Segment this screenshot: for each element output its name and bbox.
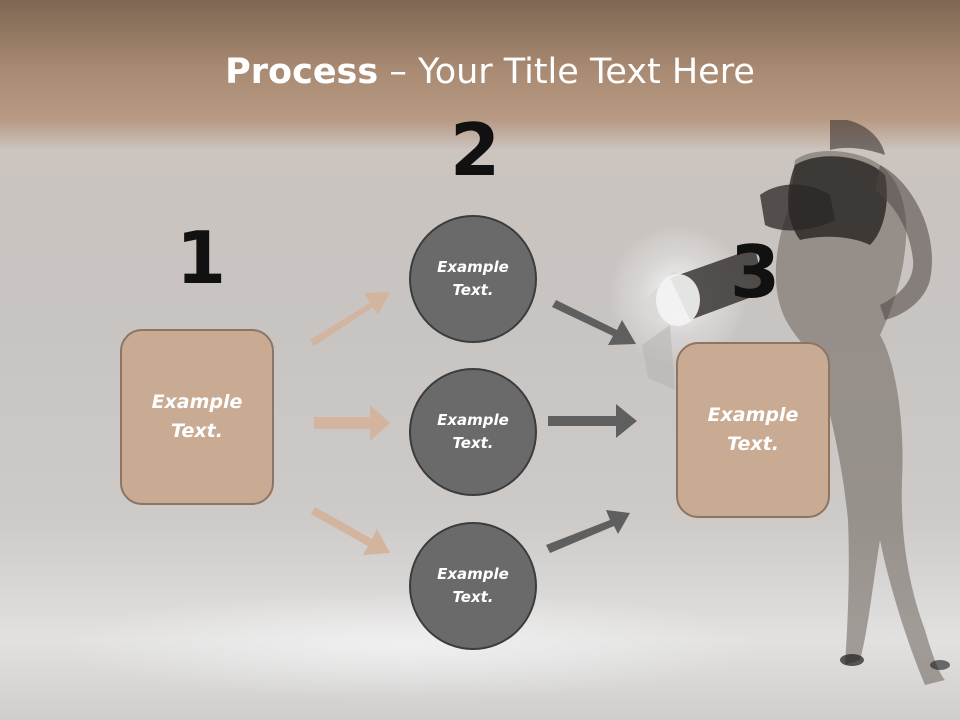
- title-bold: Process: [225, 52, 379, 92]
- start-box: Example Text.: [120, 329, 274, 505]
- step-number-3: 3: [730, 230, 781, 314]
- start-box-text: Example Text.: [151, 391, 243, 442]
- end-box-text: Example Text.: [707, 404, 799, 455]
- slide-title: Process – Your Title Text Here: [0, 52, 960, 92]
- arrow-right-middle: [548, 404, 637, 438]
- circle-bottom-text: Example Text.: [437, 565, 509, 606]
- circle-middle-text: Example Text.: [437, 411, 509, 452]
- step-circle-middle: Example Text.: [409, 368, 537, 496]
- arrow-left-upper: [310, 292, 390, 346]
- end-box: Example Text.: [676, 342, 830, 518]
- photographer-silhouette-image: [608, 120, 950, 685]
- floor-glow: [60, 590, 760, 700]
- circle-top-text: Example Text.: [437, 258, 509, 299]
- arrow-left-middle: [314, 405, 390, 441]
- arrow-left-lower: [311, 507, 390, 555]
- arrow-right-upper: [552, 300, 636, 345]
- step-number-2: 2: [450, 108, 501, 192]
- arrow-right-lower: [546, 510, 630, 553]
- step-circle-bottom: Example Text.: [409, 522, 537, 650]
- title-rest: – Your Title Text Here: [378, 52, 755, 92]
- step-circle-top: Example Text.: [409, 215, 537, 343]
- step-number-1: 1: [176, 216, 227, 300]
